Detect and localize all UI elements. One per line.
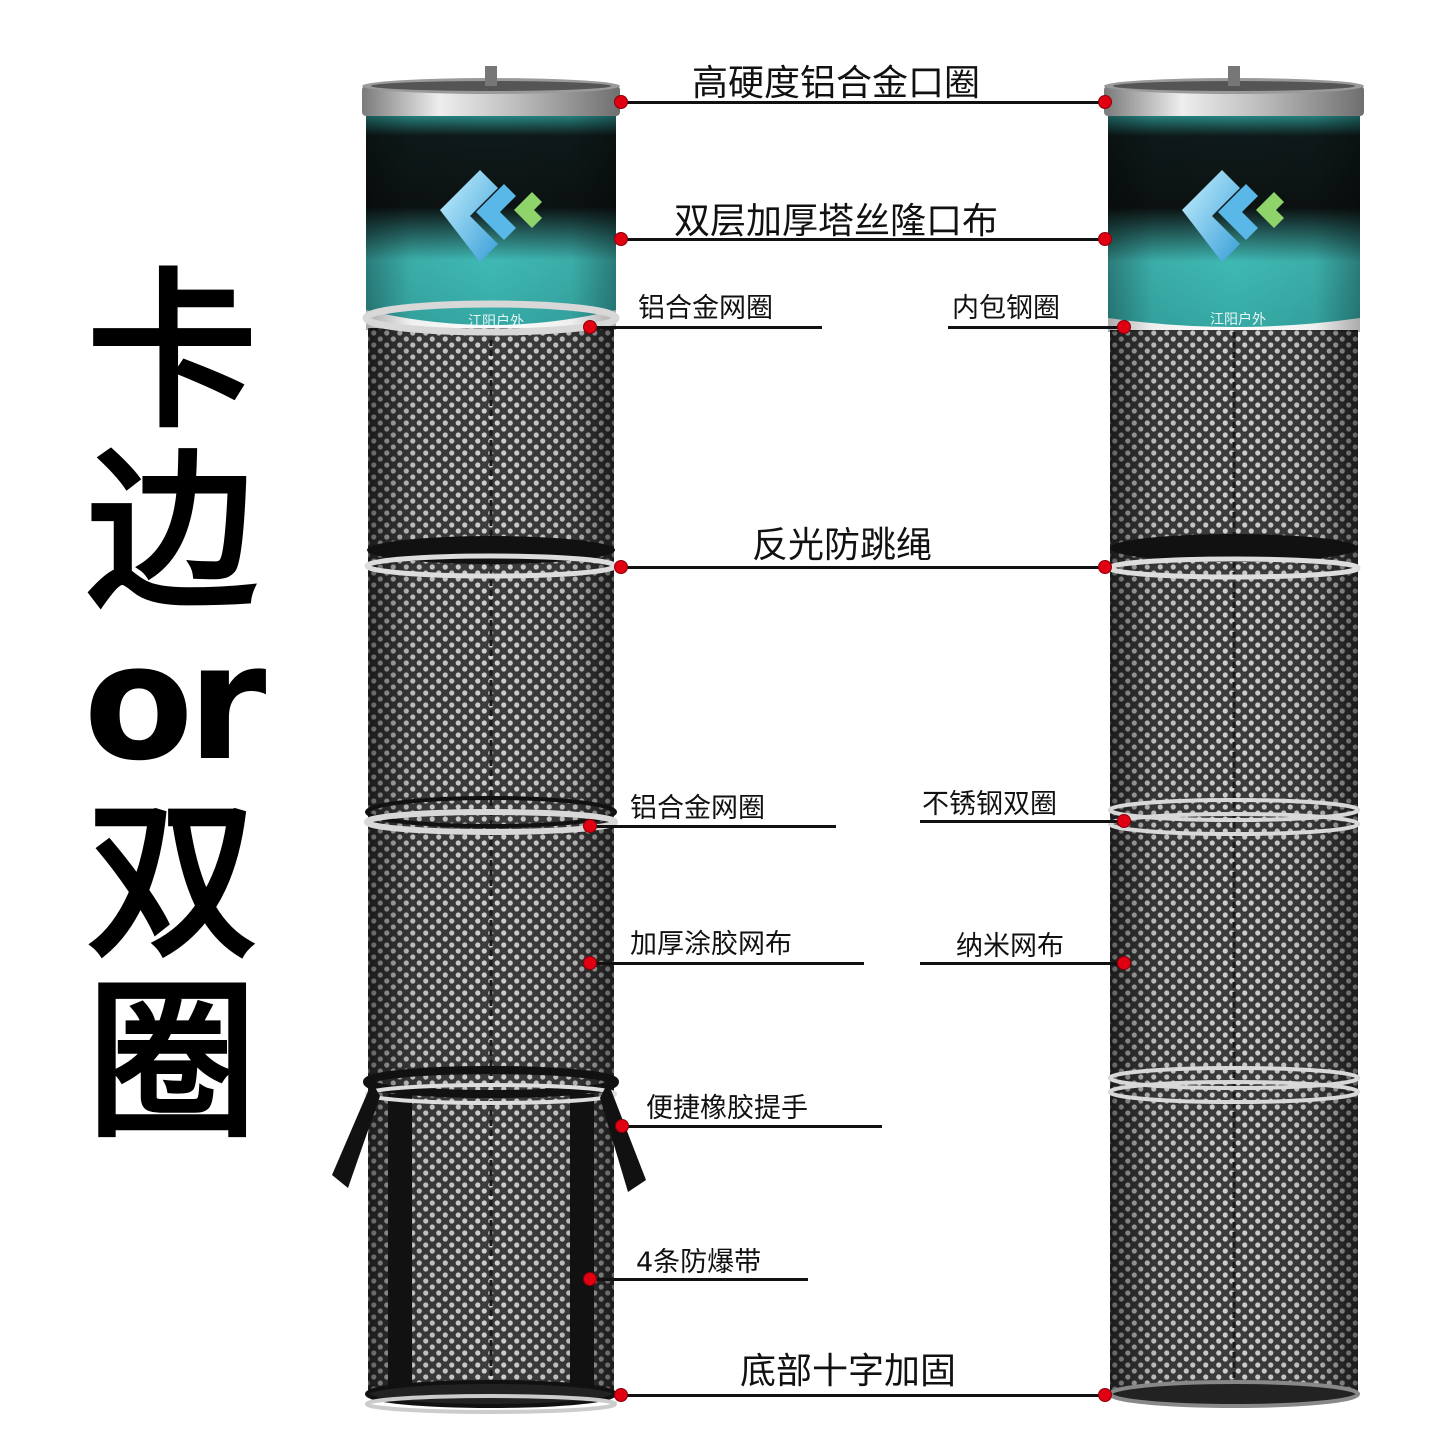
brand-logo-left xyxy=(440,170,542,262)
callout-dot-bottom-left xyxy=(614,1388,628,1402)
callout-dot-alloy-mid xyxy=(583,819,597,833)
callout-line-bottom xyxy=(620,1394,1106,1397)
callout-line-double-ring xyxy=(920,820,1124,823)
title-char-4: 双 xyxy=(86,784,257,982)
title-char-5: 圈 xyxy=(86,964,257,1162)
label-nano-mesh: 纳米网布 xyxy=(956,931,1064,962)
label-stainless-double-ring: 不锈钢双圈 xyxy=(922,789,1057,820)
left-basket: 江阳户外 xyxy=(332,66,646,1414)
callout-dot-rope-right xyxy=(1098,560,1112,574)
label-anti-jump-rope: 反光防跳绳 xyxy=(752,525,933,566)
label-alloy-ring-top: 铝合金网圈 xyxy=(638,293,773,324)
label-straps: 4条防爆带 xyxy=(636,1247,762,1278)
callout-dot-nano-mesh xyxy=(1117,956,1131,970)
label-bottom: 底部十字加固 xyxy=(740,1351,957,1392)
callout-dot-cloth-left xyxy=(614,232,628,246)
callout-line-steel-ring xyxy=(948,326,1124,329)
callout-line-nano-mesh xyxy=(920,962,1124,965)
label-rim: 高硬度铝合金口圈 xyxy=(692,63,981,104)
callout-line-thick-mesh xyxy=(590,962,864,965)
callout-dot-alloy-top xyxy=(583,320,597,334)
callout-dot-rope-left xyxy=(614,560,628,574)
big-vertical-title: 卡 边 or 双 圈 xyxy=(82,254,267,1162)
label-handle: 便捷橡胶提手 xyxy=(646,1093,808,1124)
callout-dot-rim-left xyxy=(614,95,628,109)
label-alloy-ring-mid: 铝合金网圈 xyxy=(630,793,765,824)
label-thick-mesh: 加厚涂胶网布 xyxy=(630,929,792,960)
callout-dot-double-ring xyxy=(1117,814,1131,828)
callout-line-straps xyxy=(590,1278,808,1281)
callout-line-alloy-top xyxy=(590,326,822,329)
right-basket: 江阳户外 xyxy=(1104,66,1364,1408)
label-steel-ring-inner: 内包钢圈 xyxy=(952,293,1060,324)
callout-dot-thick-mesh xyxy=(583,956,597,970)
title-char-3: or xyxy=(83,609,267,796)
callout-dot-straps xyxy=(583,1272,597,1286)
callout-line-cloth xyxy=(620,238,1106,241)
title-char-1: 卡 xyxy=(86,254,257,452)
callout-dot-cloth-right xyxy=(1098,232,1112,246)
brand-text-right: 江阳户外 xyxy=(1210,311,1266,328)
callout-dot-rim-right xyxy=(1098,95,1112,109)
brand-logo-right xyxy=(1182,170,1284,262)
callout-dot-handle xyxy=(615,1119,629,1133)
title-char-2: 边 xyxy=(86,434,257,632)
callout-line-rope xyxy=(620,566,1106,569)
callout-line-alloy-mid xyxy=(590,825,836,828)
label-cloth: 双层加厚塔丝隆口布 xyxy=(674,201,999,242)
callout-dot-bottom-right xyxy=(1098,1388,1112,1402)
brand-text-left: 江阳户外 xyxy=(468,313,524,330)
callout-dot-steel-ring xyxy=(1117,320,1131,334)
callout-line-handle xyxy=(622,1125,882,1128)
callout-line-rim xyxy=(620,101,1106,104)
